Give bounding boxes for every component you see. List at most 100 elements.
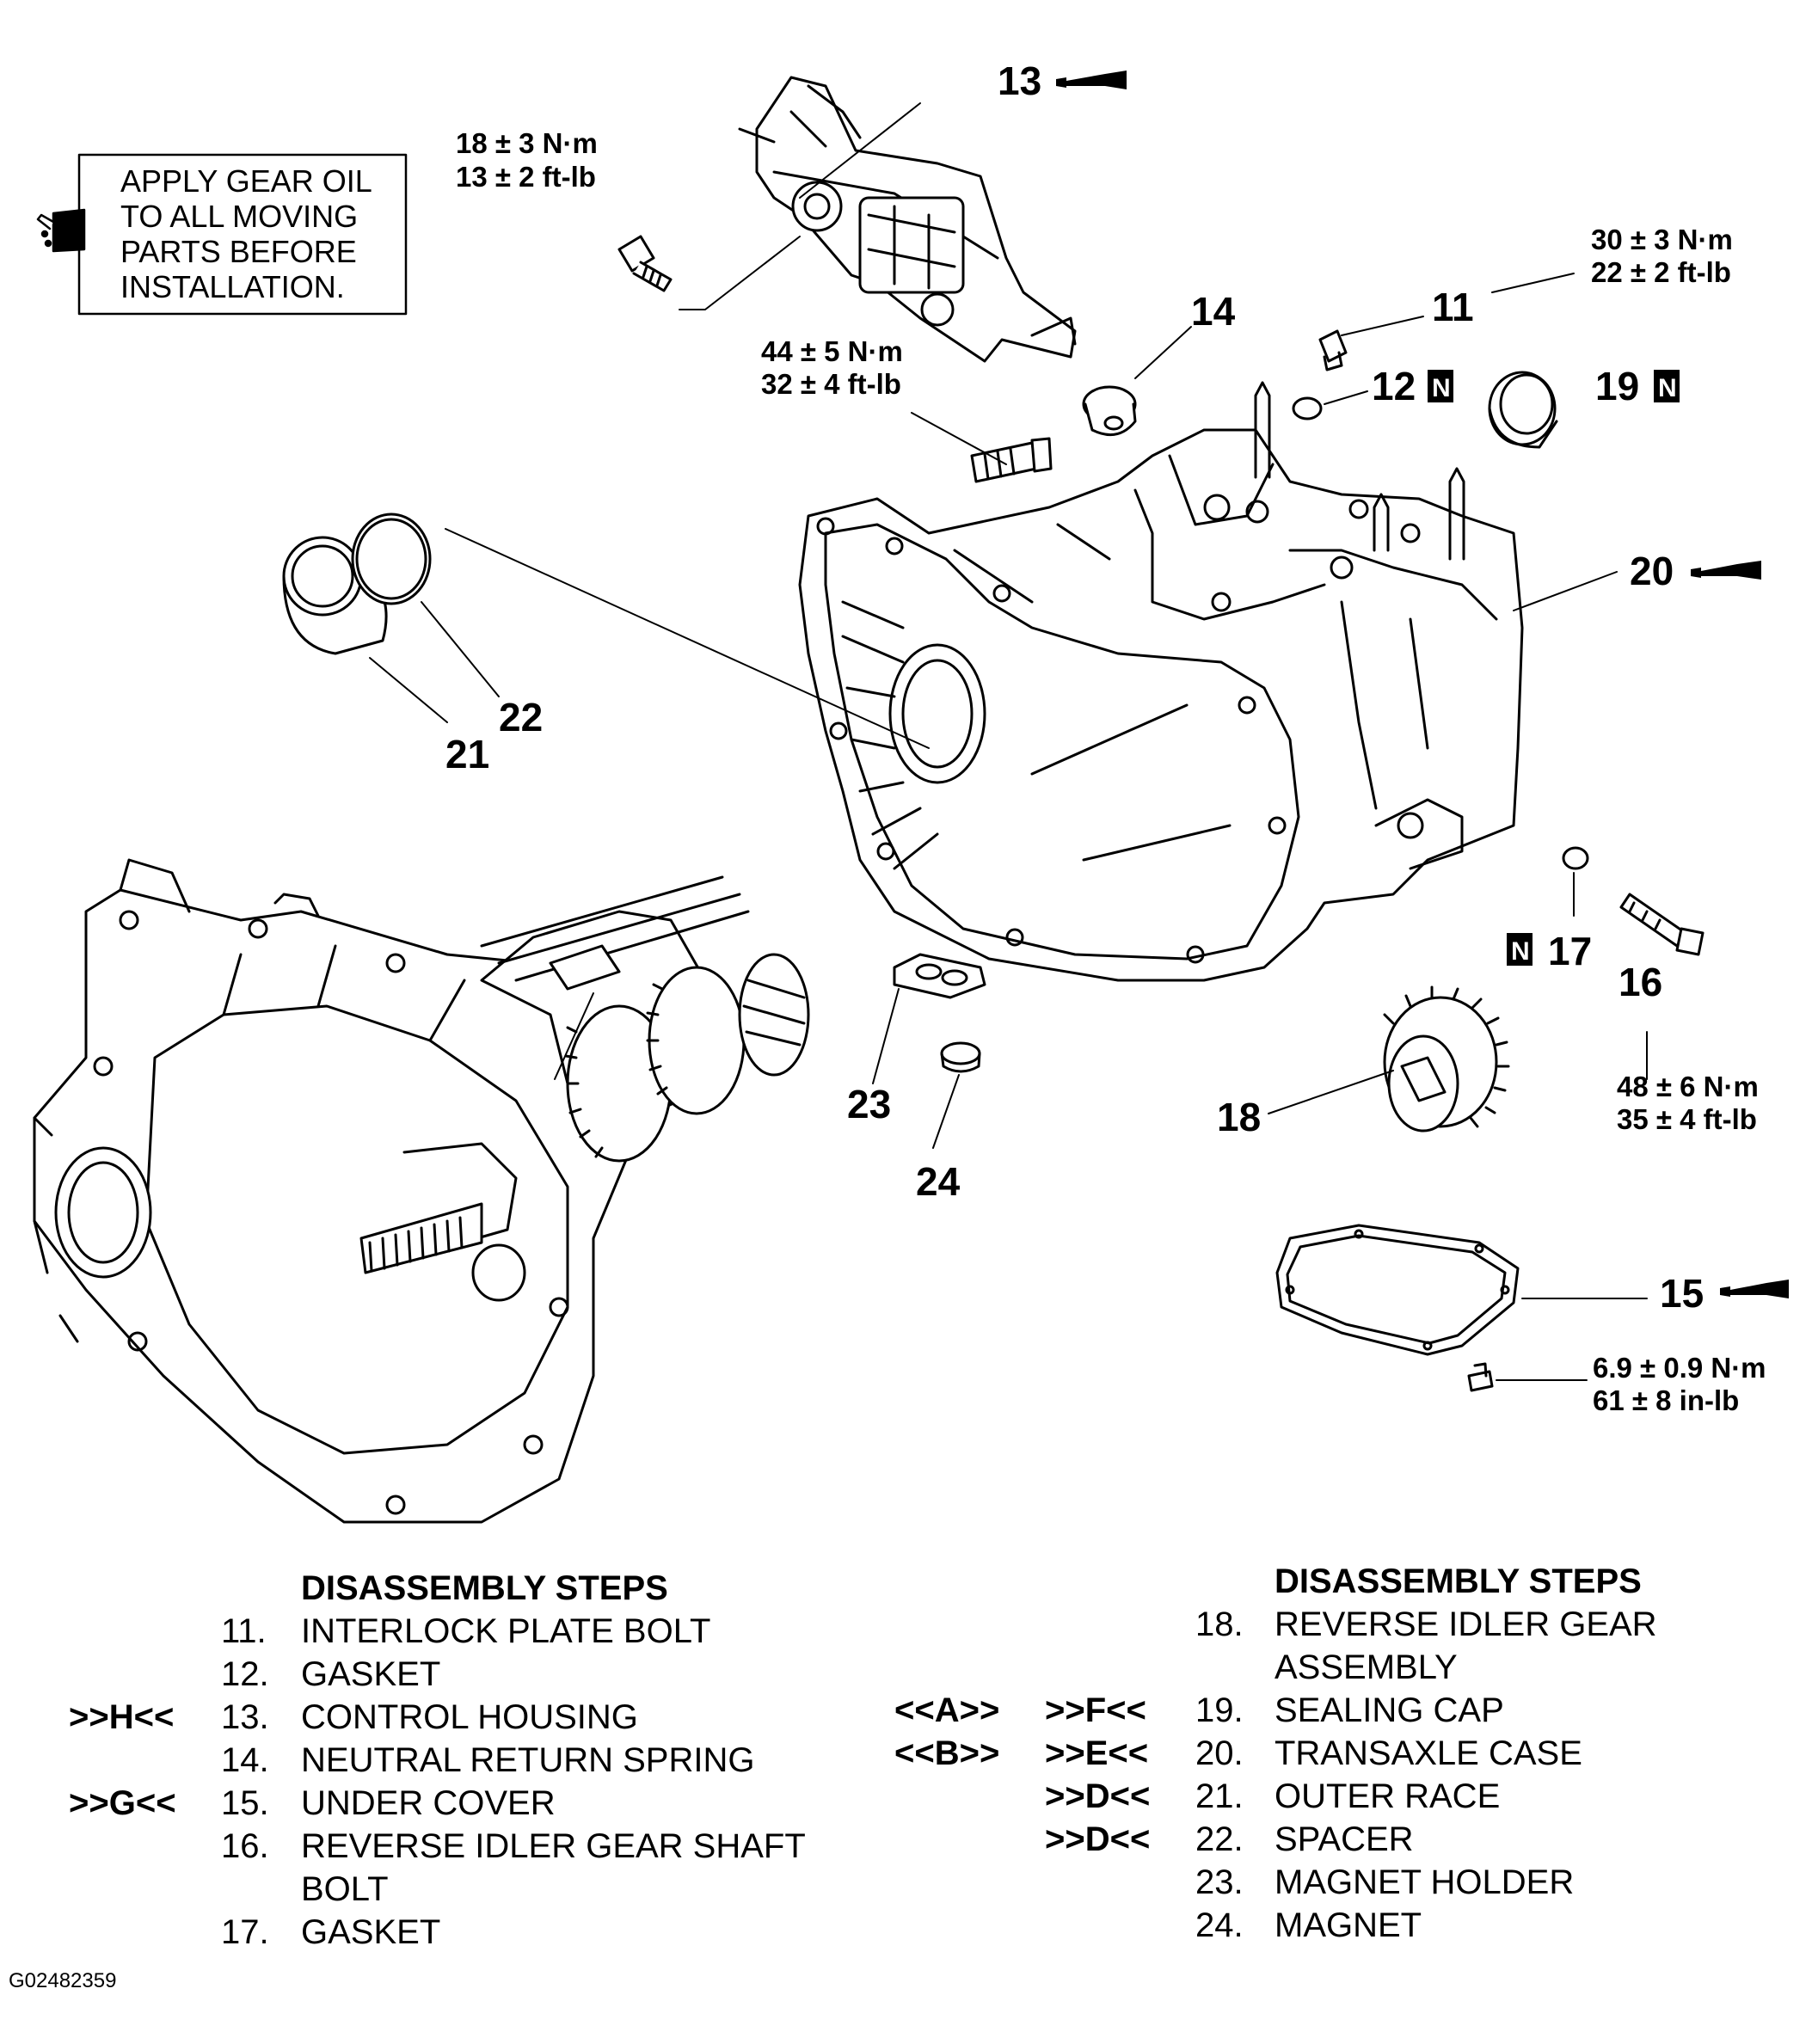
step-number: 20. bbox=[1195, 1734, 1244, 1772]
note-line-2: TO ALL MOVING bbox=[120, 199, 358, 234]
steps-left-heading: DISASSEMBLY STEPS bbox=[301, 1569, 668, 1607]
step-number: 16. bbox=[221, 1827, 269, 1865]
callout-11: 11 bbox=[1432, 285, 1474, 329]
gear-train bbox=[480, 875, 810, 1163]
step-number: 11. bbox=[221, 1612, 267, 1650]
note-line-3: PARTS BEFORE bbox=[120, 234, 357, 269]
step-number: 24. bbox=[1195, 1906, 1244, 1944]
step-label: MAGNET HOLDER bbox=[1275, 1863, 1575, 1901]
step-number: 18. bbox=[1195, 1605, 1244, 1643]
step-label: BOLT bbox=[301, 1870, 389, 1908]
step-code-secondary: >>D<< bbox=[1045, 1777, 1151, 1815]
torque-11-nm: 30 ± 3 N·m bbox=[1591, 224, 1733, 255]
step-label: SEALING CAP bbox=[1275, 1691, 1504, 1729]
callout-18: 18 bbox=[1217, 1095, 1261, 1139]
sealant-tube-icon-15 bbox=[1720, 1280, 1789, 1298]
callout-13: 13 bbox=[998, 58, 1041, 103]
new-part-mark-17 bbox=[1507, 933, 1533, 966]
under-cover-bolt bbox=[1467, 1362, 1494, 1392]
torque-13-nm: 18 ± 3 N·m bbox=[456, 127, 598, 159]
callout-21: 21 bbox=[445, 732, 489, 776]
step-number: 14. bbox=[221, 1741, 269, 1779]
step-code: >>G<< bbox=[69, 1784, 176, 1822]
gasket-12 bbox=[1292, 396, 1323, 420]
clutch-housing-assembly bbox=[33, 858, 638, 1524]
callout-19: 19 bbox=[1595, 364, 1639, 408]
note-box bbox=[77, 153, 408, 316]
callout-12: 12 bbox=[1372, 364, 1416, 408]
torque-15-nm: 6.9 ± 0.9 N·m bbox=[1593, 1352, 1766, 1384]
step-label: GASKET bbox=[301, 1913, 441, 1951]
new-part-letter-19: N bbox=[1658, 374, 1677, 402]
step-number: 12. bbox=[221, 1655, 269, 1693]
step-label: INTERLOCK PLATE BOLT bbox=[301, 1612, 711, 1650]
step-label: REVERSE IDLER GEAR bbox=[1275, 1605, 1657, 1643]
callout-23: 23 bbox=[847, 1082, 891, 1126]
step-label: UNDER COVER bbox=[301, 1784, 556, 1822]
step-label: NEUTRAL RETURN SPRING bbox=[301, 1741, 755, 1779]
torque-14-ft: 32 ± 4 ft-lb bbox=[761, 368, 901, 400]
torque-16-nm: 48 ± 6 N·m bbox=[1617, 1071, 1759, 1102]
callout-24: 24 bbox=[916, 1159, 961, 1204]
sealant-tube-icon-20 bbox=[1691, 561, 1761, 580]
callout-16: 16 bbox=[1619, 960, 1662, 1004]
sealing-cap bbox=[1488, 371, 1558, 449]
callout-17: 17 bbox=[1548, 929, 1592, 973]
step-label: GASKET bbox=[301, 1655, 441, 1693]
torque-14-nm: 44 ± 5 N·m bbox=[761, 335, 903, 367]
step-code-primary: <<B>> bbox=[894, 1734, 1000, 1772]
step-label: SPACER bbox=[1275, 1820, 1414, 1858]
reverse-idler-shaft-bolt bbox=[1619, 893, 1705, 956]
step-code-primary: <<A>> bbox=[894, 1691, 1000, 1729]
step-label: ASSEMBLY bbox=[1275, 1648, 1458, 1686]
callout-20: 20 bbox=[1630, 549, 1674, 593]
gasket-17 bbox=[1562, 846, 1589, 870]
magnet bbox=[940, 1041, 981, 1073]
new-part-letter-17: N bbox=[1511, 937, 1530, 966]
torque-11-ft: 22 ± 2 ft-lb bbox=[1591, 256, 1731, 288]
step-number: 17. bbox=[221, 1913, 269, 1951]
callout-15: 15 bbox=[1660, 1271, 1704, 1316]
steps-right-heading: DISASSEMBLY STEPS bbox=[1275, 1562, 1642, 1600]
new-part-mark-19 bbox=[1654, 370, 1680, 402]
step-label: OUTER RACE bbox=[1275, 1777, 1501, 1815]
under-cover bbox=[1275, 1224, 1520, 1356]
torque-15-ft: 61 ± 8 in-lb bbox=[1593, 1384, 1739, 1416]
step-label: REVERSE IDLER GEAR SHAFT bbox=[301, 1827, 806, 1865]
control-housing bbox=[738, 76, 1077, 363]
torque-16-ft: 35 ± 4 ft-lb bbox=[1617, 1103, 1757, 1135]
magnet-holder bbox=[893, 953, 986, 999]
new-part-mark-12 bbox=[1428, 370, 1453, 402]
step-label: CONTROL HOUSING bbox=[301, 1698, 638, 1736]
step-number: 23. bbox=[1195, 1863, 1244, 1901]
bolt-control-housing bbox=[970, 437, 1053, 483]
oil-can-icon bbox=[36, 208, 86, 253]
callout-14: 14 bbox=[1191, 289, 1236, 334]
step-code-secondary: >>D<< bbox=[1045, 1820, 1151, 1858]
step-code-secondary: >>F<< bbox=[1045, 1691, 1146, 1729]
new-part-letter-12: N bbox=[1432, 374, 1451, 402]
step-number: 22. bbox=[1195, 1820, 1244, 1858]
step-number: 13. bbox=[221, 1698, 269, 1736]
spacer bbox=[351, 513, 432, 605]
torque-13-ft: 13 ± 2 ft-lb bbox=[456, 161, 596, 193]
interlock-plate-bolt bbox=[1318, 329, 1348, 371]
step-number: 19. bbox=[1195, 1691, 1244, 1729]
step-label: MAGNET bbox=[1275, 1906, 1422, 1944]
step-code: >>H<< bbox=[69, 1698, 175, 1736]
figure-id: G02482359 bbox=[9, 1969, 117, 1992]
step-number: 21. bbox=[1195, 1777, 1244, 1815]
neutral-return-spring bbox=[1082, 385, 1137, 437]
step-number: 15. bbox=[221, 1784, 269, 1822]
callout-22: 22 bbox=[499, 695, 543, 740]
transaxle-case bbox=[798, 381, 1524, 982]
note-line-4: INSTALLATION. bbox=[120, 269, 345, 304]
note-line-1: APPLY GEAR OIL bbox=[120, 163, 372, 199]
step-label: TRANSAXLE CASE bbox=[1275, 1734, 1582, 1772]
step-code-secondary: >>E<< bbox=[1045, 1734, 1149, 1772]
sealant-tube-icon-13 bbox=[1056, 71, 1127, 89]
reverse-idler-gear bbox=[1383, 985, 1510, 1132]
bolt-13 bbox=[617, 235, 673, 292]
